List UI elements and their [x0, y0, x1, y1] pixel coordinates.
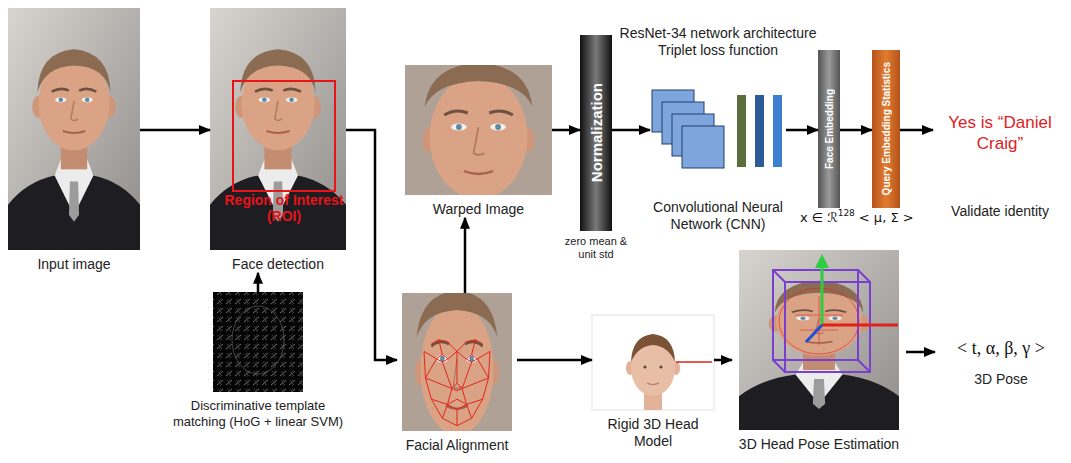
input-image-panel: Input image [8, 8, 140, 273]
shape-ellipse [232, 306, 284, 374]
caption: Input image [8, 256, 140, 273]
shape-line [821, 266, 824, 325]
caption: Warped Image [405, 201, 552, 218]
connectors [140, 130, 935, 360]
caption: 3D Pose [934, 371, 1068, 388]
input-photo [8, 8, 140, 250]
superscript-label: 128 [838, 208, 855, 218]
bar-label: Face Embedding [824, 85, 835, 173]
bar-label: Normalization [588, 79, 605, 186]
embedding-bar: Face Embedding [818, 50, 840, 208]
caption: 3D Head Pose Estimation [732, 436, 906, 453]
arrow-connector [346, 130, 397, 360]
caption: Facial Alignment [397, 437, 517, 454]
shape-path [424, 340, 490, 426]
facial-alignment-panel: Facial Alignment [397, 293, 517, 454]
arrow-connector [552, 129, 580, 132]
shape-circle [643, 365, 646, 368]
shape-path [647, 383, 659, 385]
result-text: Yes is “Daniel Craig” [933, 112, 1067, 155]
pose-output: < t, α, β, γ >3D Pose [935, 338, 1067, 359]
arrow-connector [464, 218, 467, 293]
arrow-connector [714, 359, 732, 362]
cnn-block: ResNet-34 network architecture Triplet l… [650, 85, 786, 173]
head-model-panel: Rigid 3D Head Model [592, 315, 714, 450]
roi-label: Region of Interest (ROI) [209, 192, 359, 224]
statistics-bar: Query Embedding Statistics [872, 50, 900, 208]
caption: Discriminative template matching (HoG + … [168, 398, 348, 429]
arrow-connector [612, 129, 650, 132]
shape-path [795, 296, 843, 345]
shape-rect [213, 292, 303, 392]
hog-template [213, 292, 303, 392]
warped-photo [405, 63, 552, 199]
caption: Face detection [210, 256, 346, 273]
shape-path [631, 334, 675, 362]
arrow-connector [786, 129, 818, 132]
roi-box: Region of Interest (ROI) [232, 80, 336, 192]
hog-template-panel: Discriminative template matching (HoG + … [168, 292, 348, 429]
result-text: < t, α, β, γ > [935, 338, 1067, 359]
note-text: zero mean & unit std [559, 235, 633, 261]
shape-rect [682, 126, 724, 168]
embedding-label: x ∈ ℛ128 < μ, Σ > [800, 210, 914, 225]
head-pose-panel: 3D Head Pose Estimation [732, 250, 906, 453]
caption: Validate identity [933, 203, 1067, 220]
math-label: < μ, Σ > [859, 210, 914, 225]
shape-rect [755, 95, 764, 167]
math-label: x ∈ ℛ [800, 210, 838, 225]
shape-g [424, 340, 490, 426]
cnn-layers [652, 90, 782, 168]
arrow-connector [257, 273, 260, 292]
shape-line [806, 325, 822, 342]
shape-rect [592, 315, 714, 410]
normalization-bar: Normalizationzero mean & unit std [580, 35, 612, 231]
network-title: ResNet-34 network architecture Triplet l… [603, 25, 833, 59]
arrow-connector [140, 129, 210, 132]
rigid-head-model [592, 315, 714, 410]
head-pose-photo [739, 250, 899, 430]
bar-label: Query Embedding Statistics [881, 58, 892, 199]
shape-line [676, 361, 712, 363]
shape-use [739, 250, 899, 430]
arrow-connector [840, 129, 872, 132]
shape-ellipse [779, 288, 859, 354]
arrow-connector [900, 129, 933, 132]
shape-use [402, 291, 512, 435]
shape-line [822, 324, 898, 327]
warped-image-panel: Warped Image [405, 65, 552, 218]
arrow-connector [517, 359, 592, 362]
identity-output: Yes is “Daniel Craig”Validate identity [933, 112, 1067, 155]
shape-rect [737, 95, 746, 167]
caption: Convolutional Neural Network (CNN) [638, 199, 798, 233]
arrow-connector [906, 351, 935, 354]
alignment-photo [402, 291, 512, 435]
shape-polygon [815, 254, 829, 268]
caption: Rigid 3D Head Model [592, 416, 714, 450]
shape-circle [659, 365, 662, 368]
shape-rect [773, 95, 782, 167]
face-detection-panel: Face detection Region of Interest (ROI) [210, 8, 346, 273]
